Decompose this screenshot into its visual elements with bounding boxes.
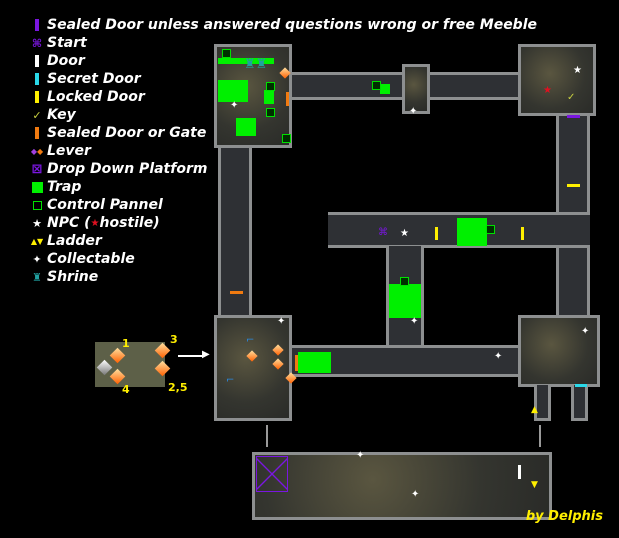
lever-number: 4	[122, 383, 130, 396]
author-credit: by Delphis	[525, 509, 603, 524]
control-panel-icon[interactable]	[222, 49, 231, 58]
control-panel-icon[interactable]	[266, 82, 275, 91]
lever-room	[214, 315, 292, 421]
collectable-icon: ✦	[32, 252, 42, 266]
legend-lever: ◆◆Lever	[30, 143, 91, 159]
legend-start: ⌘Start	[31, 35, 87, 51]
top-right-room	[518, 44, 596, 116]
secret-door	[575, 384, 587, 387]
legend-npc: ★NPC (★hostile)	[30, 214, 537, 232]
top-corridor-junction	[402, 64, 430, 114]
map-legend: Sealed Door unless answered questions wr…	[30, 16, 537, 286]
shrine-icon: ♜	[32, 270, 42, 284]
lower-right-room	[518, 315, 600, 387]
key-icon: ✓	[32, 108, 42, 122]
drop-down-platform-icon[interactable]	[256, 456, 288, 492]
key-icon[interactable]: ✓	[567, 92, 576, 103]
trap	[236, 118, 256, 136]
locked-door	[521, 227, 524, 240]
control-panel-icon[interactable]	[266, 108, 275, 117]
sealed-gate	[295, 355, 298, 371]
legend-trap: Trap	[30, 178, 537, 196]
collectable-icon[interactable]: ✦	[409, 106, 418, 117]
level-connector	[266, 425, 268, 447]
ladder-up-icon[interactable]: ▲	[531, 405, 538, 415]
start-icon: ⌘	[31, 36, 43, 50]
hostile-npc-icon[interactable]: ★	[543, 85, 552, 96]
ladder-shaft	[534, 385, 551, 421]
ladder-icon: ▲▼	[30, 236, 44, 246]
left-vertical-corridor	[218, 146, 252, 318]
locked-door	[567, 184, 580, 187]
locked-door-icon	[30, 91, 44, 103]
lever-number: 2,5	[168, 381, 188, 394]
collectable-icon[interactable]: ✦	[494, 351, 503, 362]
control-panel-icon[interactable]	[372, 81, 381, 90]
legend-key: ✓Key	[30, 106, 537, 124]
legend-door: Door	[30, 52, 537, 70]
legend-control-panel: Control Pannel	[30, 196, 537, 214]
shrine-icon[interactable]: ♜♜	[244, 57, 268, 72]
npc-icon[interactable]: ★	[573, 65, 582, 76]
legend-locked-door: Locked Door	[30, 88, 537, 106]
trap	[389, 284, 421, 318]
legend-secret-door: Secret Door	[30, 70, 537, 88]
lever-icon: ◆◆	[30, 146, 44, 156]
legend-sealed-gate: Sealed Door or Gate	[30, 124, 537, 142]
collectable-icon[interactable]: ✦	[410, 316, 419, 327]
lever-number: 1	[122, 337, 130, 350]
collectable-icon[interactable]: ✦	[277, 316, 286, 327]
sealed-gate	[286, 92, 289, 106]
collectable-icon[interactable]: ✦	[230, 100, 239, 111]
legend-drop-platform: ⊠Drop Down Platform	[31, 161, 208, 177]
level-connector	[539, 425, 541, 447]
purple-door-icon	[30, 19, 44, 31]
blue-marker-icon: ⌐	[246, 335, 255, 346]
ladder-down-icon[interactable]: ▼	[531, 480, 538, 490]
start-icon: ⌘	[378, 227, 388, 238]
blue-marker-icon: ⌐	[226, 375, 235, 386]
hostile-npc-icon: ★	[90, 217, 100, 229]
legend-collectable: ✦Collectable	[30, 250, 537, 268]
drop-platform-icon: ⊠	[31, 161, 43, 177]
bottom-hall	[252, 452, 552, 520]
npc-icon: ★	[32, 216, 42, 230]
collectable-icon[interactable]: ✦	[411, 489, 420, 500]
trap	[380, 84, 390, 94]
purple-sealed-door	[567, 115, 580, 118]
control-panel-icon[interactable]	[282, 134, 291, 143]
lever-number: 3	[170, 333, 178, 346]
sealed-gate	[230, 291, 243, 294]
trap-icon	[30, 181, 44, 193]
door	[518, 465, 521, 479]
trap	[218, 80, 248, 102]
trap	[264, 90, 274, 104]
sealed-gate-icon	[30, 127, 44, 139]
trap	[457, 218, 487, 246]
locked-door	[435, 227, 438, 240]
arrow-line	[178, 355, 204, 357]
legend-ladder: ▲▼Ladder	[30, 233, 102, 249]
legend-shrine: ♜Shrine	[30, 268, 537, 286]
npc-icon[interactable]: ★	[400, 228, 409, 239]
collectable-icon[interactable]: ✦	[581, 326, 590, 337]
door-icon	[30, 55, 44, 67]
secret-shaft	[571, 385, 588, 421]
control-panel-icon[interactable]	[400, 277, 409, 286]
control-panel-icon[interactable]	[486, 225, 495, 234]
trap	[218, 58, 274, 64]
secret-door-icon	[30, 73, 44, 85]
control-panel-icon	[30, 200, 44, 210]
collectable-icon[interactable]: ✦	[356, 450, 365, 461]
arrow-right-icon: ▶	[202, 349, 210, 360]
trap	[298, 352, 331, 373]
legend-sealed-door-purple: Sealed Door unless answered questions wr…	[30, 16, 537, 34]
